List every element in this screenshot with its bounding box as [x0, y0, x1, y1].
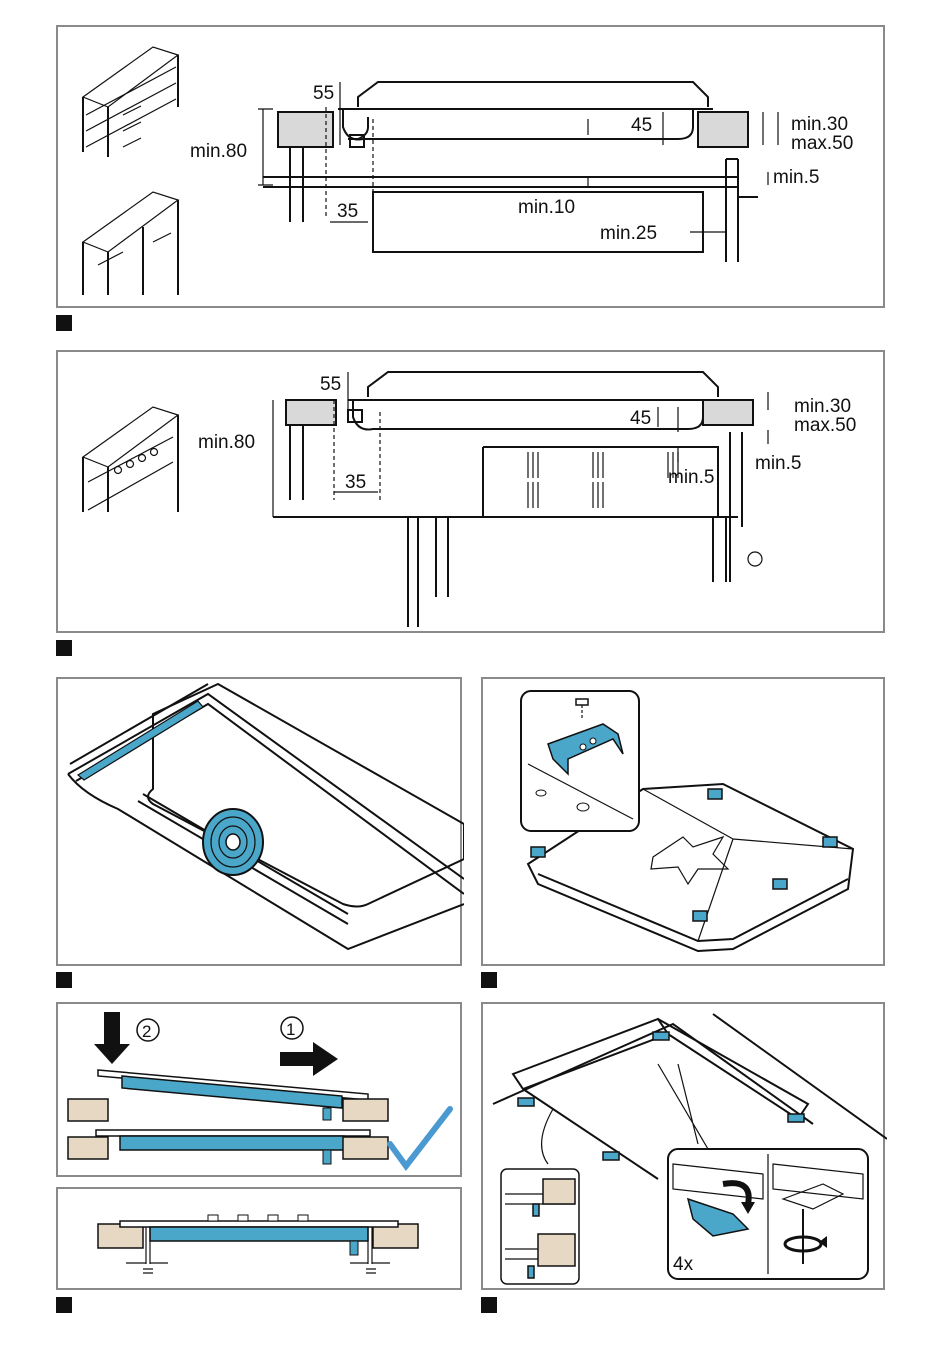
cabinet-doors-sketch	[83, 192, 178, 295]
panel-installed-hob	[56, 1187, 462, 1290]
dim-max50: max.50	[791, 133, 853, 154]
dim-55: 55	[313, 83, 334, 104]
panel3-marker	[56, 972, 72, 988]
bracket-rotate-inset: 4x	[668, 1149, 868, 1279]
panel-worktop-oven-installation: 55 45 min.30 max.50 min.80 min.5 min.5 3…	[56, 350, 885, 633]
dim-min5: min.5	[773, 167, 819, 188]
step-1-label: 1	[286, 1020, 295, 1039]
dim-min5-outer: min.5	[755, 453, 801, 474]
dimension-lines	[273, 372, 768, 517]
step-2-label: 2	[142, 1022, 151, 1041]
dim-min5-inner: min.5	[668, 467, 714, 488]
panel-bracket-placement: 4x	[481, 1002, 885, 1290]
panel-worktop-drawer-installation: 55 45 min.30 max.50 min.80 min.5 min.10 …	[56, 25, 885, 308]
step-1-badge: 1	[281, 1017, 303, 1039]
diagram-installed-hob	[58, 1189, 464, 1292]
panel-seal-tape	[56, 677, 462, 966]
diagram-seal-tape	[58, 679, 464, 968]
panel6-marker	[481, 1297, 497, 1313]
panel-insert-hob-steps: 2 1	[56, 1002, 462, 1177]
step-2-badge: 2	[137, 1019, 159, 1041]
dim-min25: min.25	[600, 223, 657, 244]
dim-55: 55	[320, 374, 341, 395]
dim-min30: min.30	[794, 396, 851, 417]
dim-45: 45	[631, 115, 652, 136]
diagram-bracket-placement: 4x	[483, 1004, 887, 1292]
seal-tape-roll	[203, 809, 263, 875]
panel1-marker	[56, 315, 72, 331]
dim-45: 45	[630, 408, 651, 429]
hob-section	[263, 82, 758, 262]
dim-min30: min.30	[791, 114, 848, 135]
dim-min10: min.10	[518, 197, 575, 218]
dim-min80: min.80	[190, 141, 247, 162]
diagram-insert-hob: 2 1	[58, 1004, 464, 1179]
arrow-down-icon	[94, 1012, 130, 1064]
diagram-worktop-oven: 55 45 min.30 max.50 min.80 min.5 min.5 3…	[58, 352, 887, 635]
checkmark-icon	[390, 1109, 450, 1166]
bracket-detail-inset	[521, 691, 639, 831]
diagram-fixing-brackets	[483, 679, 887, 968]
oven-cabinet-sketch	[83, 407, 178, 512]
arrow-right-icon	[280, 1042, 338, 1076]
hob-over-oven-section	[273, 372, 762, 627]
panel-fixing-brackets	[481, 677, 885, 966]
cabinet-drawers-sketch	[83, 47, 178, 157]
dim-min80: min.80	[198, 432, 255, 453]
panel4-marker	[481, 972, 497, 988]
dim-35: 35	[337, 201, 358, 222]
dim-max50: max.50	[794, 415, 856, 436]
bracket-count: 4x	[673, 1254, 694, 1275]
worktop-thickness-inset	[501, 1169, 579, 1284]
dim-35: 35	[345, 472, 366, 493]
panel2-marker	[56, 640, 72, 656]
panel5-marker	[56, 1297, 72, 1313]
seal-strip	[78, 701, 203, 780]
diagram-worktop-drawer: 55 45 min.30 max.50 min.80 min.5 min.10 …	[58, 27, 887, 310]
